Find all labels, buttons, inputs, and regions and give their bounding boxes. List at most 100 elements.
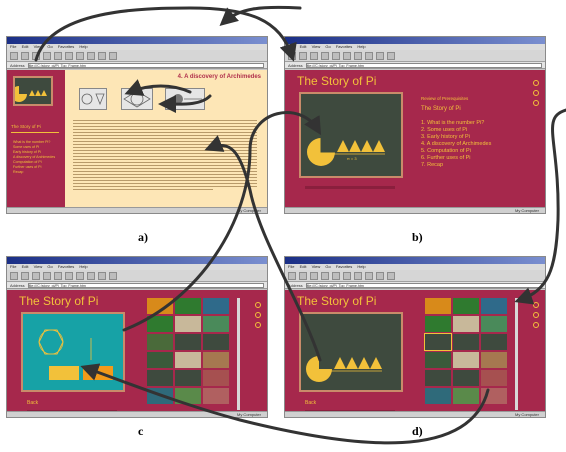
gallery-thumb[interactable] bbox=[175, 334, 201, 350]
menu-go[interactable]: Go bbox=[325, 44, 331, 49]
menu-edit[interactable]: Edit bbox=[21, 264, 29, 269]
gallery-thumb[interactable] bbox=[203, 370, 229, 386]
back-link[interactable]: Back bbox=[27, 400, 39, 406]
gallery-thumb[interactable] bbox=[453, 388, 479, 404]
search-toolbar-button[interactable] bbox=[65, 271, 73, 280]
gallery-thumb[interactable] bbox=[481, 370, 507, 386]
refresh-toolbar-button[interactable] bbox=[321, 51, 329, 60]
forward-toolbar-button[interactable] bbox=[299, 271, 307, 280]
print-toolbar-button[interactable] bbox=[387, 51, 395, 60]
menu-help[interactable]: Help bbox=[79, 44, 88, 49]
home-toolbar-button[interactable] bbox=[332, 271, 340, 280]
history-toolbar-button[interactable] bbox=[365, 271, 373, 280]
address-input[interactable]: file:///C:/story_pi/Pi_Top_Frame.htm bbox=[305, 62, 542, 68]
back-toolbar-button[interactable] bbox=[288, 271, 296, 280]
favorites-toolbar-button[interactable] bbox=[354, 51, 362, 60]
mail-toolbar-button[interactable] bbox=[376, 271, 384, 280]
gallery-thumb[interactable] bbox=[453, 316, 479, 332]
nav-dot-button[interactable] bbox=[255, 322, 261, 328]
forward-toolbar-button[interactable] bbox=[21, 271, 29, 280]
history-toolbar-button[interactable] bbox=[365, 51, 373, 60]
nav-dot-button[interactable] bbox=[533, 90, 539, 96]
search-toolbar-button[interactable] bbox=[65, 51, 73, 60]
menu-view[interactable]: View bbox=[33, 264, 43, 269]
menu-help[interactable]: Help bbox=[357, 264, 366, 269]
stop-toolbar-button[interactable] bbox=[32, 271, 40, 280]
nav-dot-button[interactable] bbox=[533, 80, 539, 86]
gallery-thumb[interactable] bbox=[147, 370, 173, 386]
menu-go[interactable]: Go bbox=[325, 264, 331, 269]
slider-track[interactable] bbox=[305, 410, 395, 411]
nav-dot-button[interactable] bbox=[533, 100, 539, 106]
menu-favorites[interactable]: Favorites bbox=[57, 44, 75, 49]
menu-view[interactable]: View bbox=[33, 44, 43, 49]
pi-thumbnail[interactable] bbox=[11, 76, 53, 106]
gallery-thumb[interactable] bbox=[147, 298, 173, 314]
favorites-toolbar-button[interactable] bbox=[76, 51, 84, 60]
address-input[interactable]: file:///C:/story_pi/Pi_Top_Frame.htm bbox=[27, 62, 264, 68]
forward-toolbar-button[interactable] bbox=[299, 51, 307, 60]
refresh-toolbar-button[interactable] bbox=[43, 51, 51, 60]
nav-dot-button[interactable] bbox=[533, 322, 539, 328]
print-toolbar-button[interactable] bbox=[109, 271, 117, 280]
gallery-thumb[interactable] bbox=[203, 388, 229, 404]
gallery-thumb[interactable] bbox=[425, 370, 451, 386]
address-input[interactable]: file:///C:/story_pi/Pi_Top_Frame.htm bbox=[27, 282, 264, 288]
stop-toolbar-button[interactable] bbox=[310, 271, 318, 280]
menu-file[interactable]: File bbox=[288, 264, 295, 269]
search-toolbar-button[interactable] bbox=[343, 271, 351, 280]
menu-help[interactable]: Help bbox=[357, 44, 366, 49]
gallery-thumb[interactable] bbox=[425, 316, 451, 332]
gallery-thumb[interactable] bbox=[425, 352, 451, 368]
menu-view[interactable]: View bbox=[311, 44, 321, 49]
gallery-thumb[interactable] bbox=[453, 352, 479, 368]
menu-edit[interactable]: Edit bbox=[21, 44, 29, 49]
gallery-thumb[interactable] bbox=[425, 388, 451, 404]
gallery-thumb[interactable] bbox=[481, 352, 507, 368]
back-toolbar-button[interactable] bbox=[10, 51, 18, 60]
gallery-thumb[interactable] bbox=[425, 298, 451, 314]
gallery-thumb[interactable] bbox=[203, 298, 229, 314]
gallery-thumb[interactable] bbox=[175, 352, 201, 368]
home-toolbar-button[interactable] bbox=[54, 271, 62, 280]
history-toolbar-button[interactable] bbox=[87, 271, 95, 280]
gallery-thumb[interactable] bbox=[453, 298, 479, 314]
gallery-thumb[interactable] bbox=[453, 334, 479, 350]
menu-favorites[interactable]: Favorites bbox=[335, 44, 353, 49]
chapter-link[interactable]: 3. Early history of Pi bbox=[421, 134, 470, 140]
menu-edit[interactable]: Edit bbox=[299, 44, 307, 49]
home-toolbar-button[interactable] bbox=[54, 51, 62, 60]
sidebar-link[interactable]: What is the number Pi? bbox=[13, 140, 51, 144]
sidebar-link[interactable]: Computation of Pi bbox=[13, 160, 42, 164]
back-link[interactable]: Back bbox=[305, 400, 317, 406]
menu-help[interactable]: Help bbox=[79, 264, 88, 269]
home-toolbar-button[interactable] bbox=[332, 51, 340, 60]
menu-file[interactable]: File bbox=[10, 264, 17, 269]
gallery-scrollbar[interactable] bbox=[237, 298, 240, 410]
favorites-toolbar-button[interactable] bbox=[76, 271, 84, 280]
menu-file[interactable]: File bbox=[10, 44, 17, 49]
gallery-thumb[interactable] bbox=[481, 334, 507, 350]
nav-dot-button[interactable] bbox=[533, 302, 539, 308]
gallery-thumb[interactable] bbox=[147, 352, 173, 368]
gallery-thumb[interactable] bbox=[203, 334, 229, 350]
slider-track[interactable] bbox=[27, 410, 117, 411]
back-toolbar-button[interactable] bbox=[10, 271, 18, 280]
chapter-link[interactable]: 1. What is the number Pi? bbox=[421, 120, 485, 126]
forward-toolbar-button[interactable] bbox=[21, 51, 29, 60]
refresh-toolbar-button[interactable] bbox=[321, 271, 329, 280]
mail-toolbar-button[interactable] bbox=[376, 51, 384, 60]
menu-go[interactable]: Go bbox=[47, 264, 53, 269]
search-toolbar-button[interactable] bbox=[343, 51, 351, 60]
gallery-thumb[interactable] bbox=[481, 298, 507, 314]
sidebar-link[interactable]: A discovery of Archimedes bbox=[13, 155, 56, 159]
gallery-scrollbar[interactable] bbox=[515, 298, 518, 410]
nav-dot-button[interactable] bbox=[255, 302, 261, 308]
menu-favorites[interactable]: Favorites bbox=[335, 264, 353, 269]
refresh-toolbar-button[interactable] bbox=[43, 271, 51, 280]
menu-go[interactable]: Go bbox=[47, 44, 53, 49]
slider-track[interactable] bbox=[305, 186, 395, 189]
nav-dot-button[interactable] bbox=[533, 312, 539, 318]
sidebar-link[interactable]: Recap bbox=[13, 170, 24, 174]
print-toolbar-button[interactable] bbox=[109, 51, 117, 60]
